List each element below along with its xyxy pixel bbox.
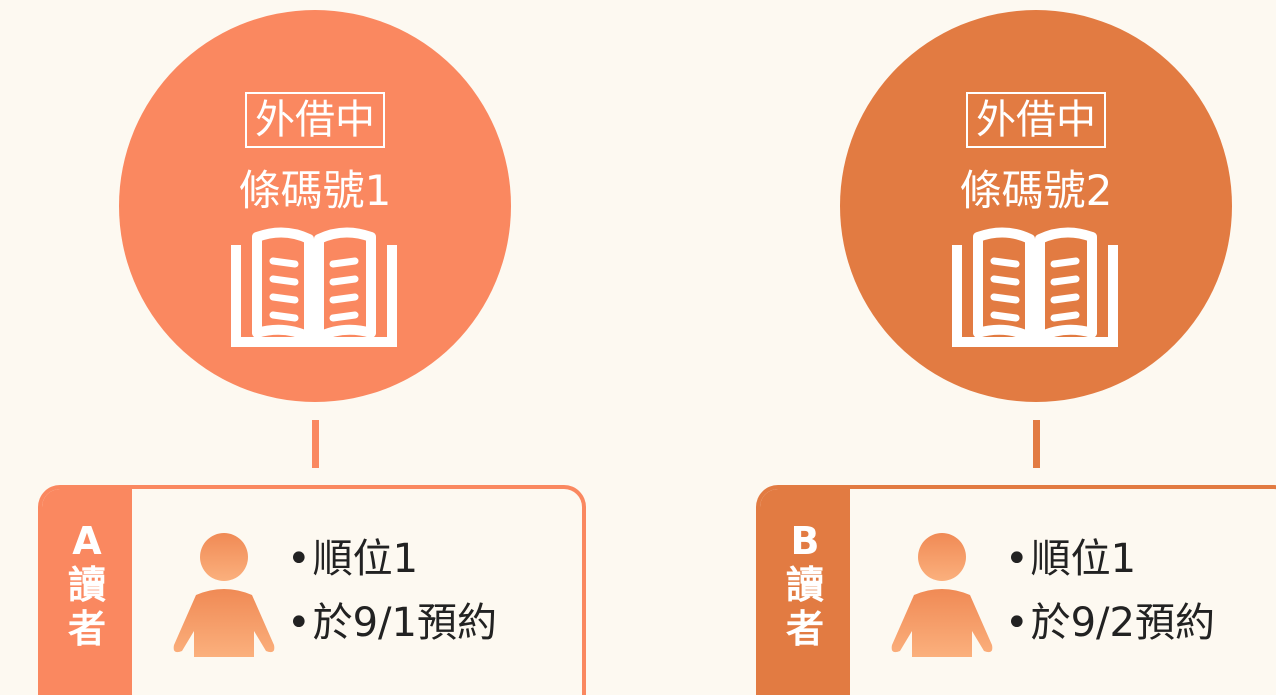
person-icon: [173, 533, 275, 657]
book-2-circle: 外借中 條碼號2: [840, 10, 1232, 402]
reader-a-card: A 讀 者 順位1 於9/1預約: [38, 485, 586, 695]
reader-b-reserved: 於9/2預約: [1005, 591, 1215, 655]
reader-label-1: 讀: [67, 563, 106, 607]
person-icon: [891, 533, 993, 657]
reader-label-2: 者: [67, 607, 106, 651]
reader-b-info: 順位1 於9/2預約: [1005, 527, 1215, 655]
open-book-icon: [231, 227, 397, 347]
reader-a-info: 順位1 於9/1預約: [287, 527, 497, 655]
book-1-status-label: 外借中: [245, 92, 385, 148]
reader-letter: A: [72, 519, 102, 563]
book-1-circle: 外借中 條碼號1: [119, 10, 511, 402]
reader-label-1: 讀: [785, 563, 824, 607]
reader-a-reserved: 於9/1預約: [287, 591, 497, 655]
book-2-barcode: 條碼號2: [959, 166, 1113, 215]
book-2-status-label: 外借中: [966, 92, 1106, 148]
reader-b-queue: 順位1: [1005, 527, 1215, 591]
book-1-barcode: 條碼號1: [238, 166, 392, 215]
book-1-connector: [312, 420, 319, 468]
book-2-connector: [1033, 420, 1040, 468]
reader-letter: B: [790, 519, 820, 563]
reader-b-tag: B 讀 者: [760, 489, 850, 695]
reader-a-tag: A 讀 者: [42, 489, 132, 695]
reader-b-card: B 讀 者 順位1 於9/2預約: [756, 485, 1276, 695]
reader-a-queue: 順位1: [287, 527, 497, 591]
open-book-icon: [952, 227, 1118, 347]
reader-label-2: 者: [785, 607, 824, 651]
